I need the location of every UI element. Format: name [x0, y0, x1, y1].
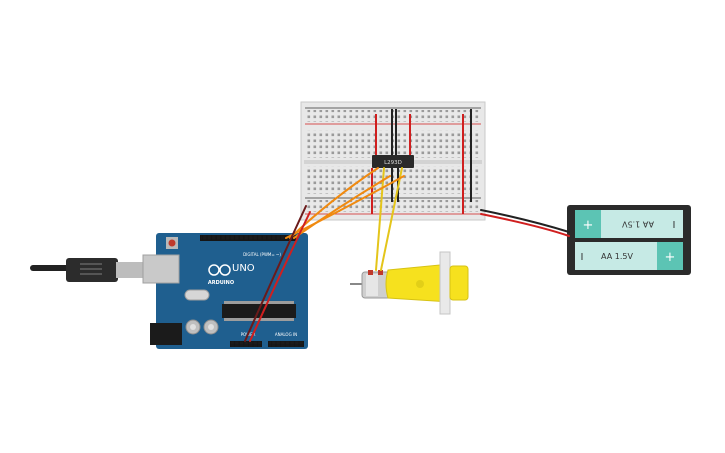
battery-top-cell-label: AA 1.5V	[622, 220, 654, 229]
wire-control-2[interactable]	[293, 175, 391, 239]
wire-arduino-gnd[interactable]	[244, 205, 307, 342]
wire-arduino-5v[interactable]	[249, 211, 311, 342]
reset-button[interactable]	[168, 239, 176, 247]
wire-motor-b[interactable]	[380, 167, 403, 271]
wire-motor-a[interactable]	[375, 167, 385, 271]
digital-header-label: DIGITAL (PWM= ~)	[243, 252, 281, 257]
arduino-logo-icon	[208, 264, 231, 276]
battery-pack[interactable]: + I AA 1.5V + I AA 1.5V	[567, 205, 691, 275]
power-jack[interactable]	[150, 323, 182, 345]
wire-battery-negative[interactable]	[480, 209, 570, 233]
usb-port[interactable]	[142, 254, 180, 284]
arduino-uno-board[interactable]: DIGITAL (PWM= ~) ARDUINO UNO POWER ANALO…	[142, 233, 308, 349]
battery-bottom-cell-label: AA 1.5V	[601, 252, 633, 261]
dc-gear-motor[interactable]	[350, 251, 469, 315]
battery-top-plus-symbol: +	[583, 218, 594, 233]
wire-battery-positive[interactable]	[480, 213, 570, 237]
wire-control-1[interactable]	[289, 167, 379, 239]
wiring	[244, 167, 570, 342]
chip-label: L293D	[384, 160, 402, 166]
battery-top-minus-symbol: I	[673, 220, 676, 231]
usb-cable[interactable]	[30, 258, 144, 282]
analog-header-label: ANALOG IN	[275, 332, 297, 337]
motor-driver-chip[interactable]: L293D	[372, 155, 414, 168]
arduino-brand-label: ARDUINO	[208, 280, 234, 286]
wire-control-3[interactable]	[285, 175, 405, 239]
arduino-model-label: UNO	[232, 263, 255, 274]
battery-bottom-minus-symbol: I	[581, 252, 584, 263]
battery-bottom-plus-symbol: +	[665, 250, 676, 265]
